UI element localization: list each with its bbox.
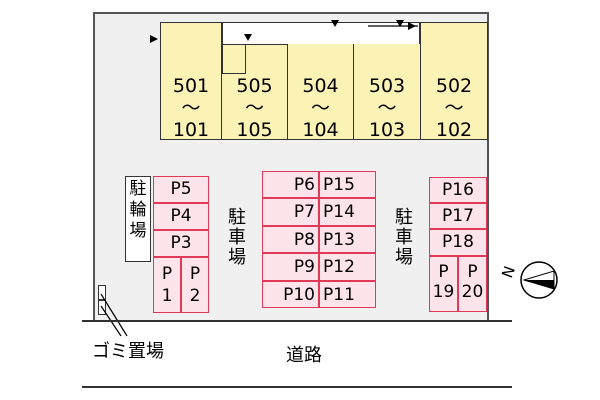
unit-block-503: 503 〜 103 [353,30,421,141]
unit-tilde: 〜 [244,97,264,119]
parking-space: P16 [429,177,487,203]
parking-space-p20: P 20 [458,256,487,312]
unit-top-number: 504 [302,75,339,97]
unit-top-number: 505 [236,75,273,97]
bicycle-parking: 駐 輪 場 [125,176,151,262]
unit-top-number: 501 [172,75,210,97]
parking-space-label: P [438,262,449,282]
unit-bottom-number: 104 [302,119,339,141]
unit-tilde: 〜 [181,97,201,119]
parking-space-label: P [467,262,478,282]
parking-space: P5 [153,176,209,203]
unit-bottom-number: 102 [435,119,473,141]
unit-block-501: 501 〜 101 [160,22,222,141]
unit-tilde: 〜 [310,97,330,119]
entrance-arrow-icon [244,34,252,41]
parking-space: P7 [262,198,319,226]
parking-space-label: 20 [461,282,484,302]
parking-label-char: 場 [228,247,246,268]
parking-space: P13 [319,225,376,254]
parking-space-label: 19 [432,282,455,302]
parking-space: P17 [429,203,487,229]
parking-label-char: 車 [395,227,413,248]
parking-label-char: 車 [228,227,246,248]
unit-tilde: 〜 [377,97,397,119]
parking-label-char: 駐 [395,207,413,228]
parking-space-label: 1 [161,286,173,306]
garbage-area-label: ゴミ置場 [92,341,164,362]
parking-space-p1: P 1 [153,257,181,313]
unit-block-502: 502 〜 102 [420,22,488,141]
parking-space: P18 [429,229,487,256]
parking-lot-label: 駐 車 場 [393,208,415,268]
road-edge-bottom [82,386,512,388]
road-edge-top [82,320,512,322]
unit-block-505: 505 〜 105 [221,44,288,141]
parking-space: P10 [262,280,319,308]
entrance-arrow-icon [396,20,404,27]
parking-space-p2: P 2 [181,257,209,313]
entrance-arrow-icon [408,22,416,30]
parking-space-p19: P 19 [429,256,458,312]
entrance-arrow-icon [150,35,158,43]
parking-space-label: P [189,264,201,284]
bicycle-parking-char: 場 [129,221,147,241]
bicycle-parking-char: 輪 [129,200,147,220]
parking-space-label: 2 [189,286,201,306]
parking-space: P4 [153,203,209,230]
road-label: 道路 [286,345,322,366]
parking-space: P15 [319,171,376,199]
unit-top-number: 503 [368,75,406,97]
leader-line [100,293,128,337]
entrance-step [222,44,246,74]
unit-bottom-number: 103 [368,119,406,141]
unit-bottom-number: 101 [172,119,210,141]
entrance-walkway [222,22,420,44]
unit-bottom-number: 105 [236,119,273,141]
unit-top-number: 502 [435,75,473,97]
garbage-area-divider [98,299,106,301]
parking-space: P3 [153,230,209,257]
parking-space-label: P [161,264,173,284]
parking-space: P11 [319,280,376,308]
unit-tilde: 〜 [444,97,464,119]
compass-icon [520,261,558,299]
parking-label-char: 場 [395,247,413,268]
parking-label-char: 駐 [228,207,246,228]
parking-space: P6 [262,171,319,199]
parking-space: P9 [262,253,319,281]
parking-space: P12 [319,253,376,281]
parking-lot-label: 駐 車 場 [226,208,248,268]
entrance-arrow-icon [331,20,339,27]
parking-space: P14 [319,198,376,226]
entrance-arrows [150,20,418,43]
parking-space: P8 [262,225,319,254]
bicycle-parking-char: 駐 [129,179,147,199]
